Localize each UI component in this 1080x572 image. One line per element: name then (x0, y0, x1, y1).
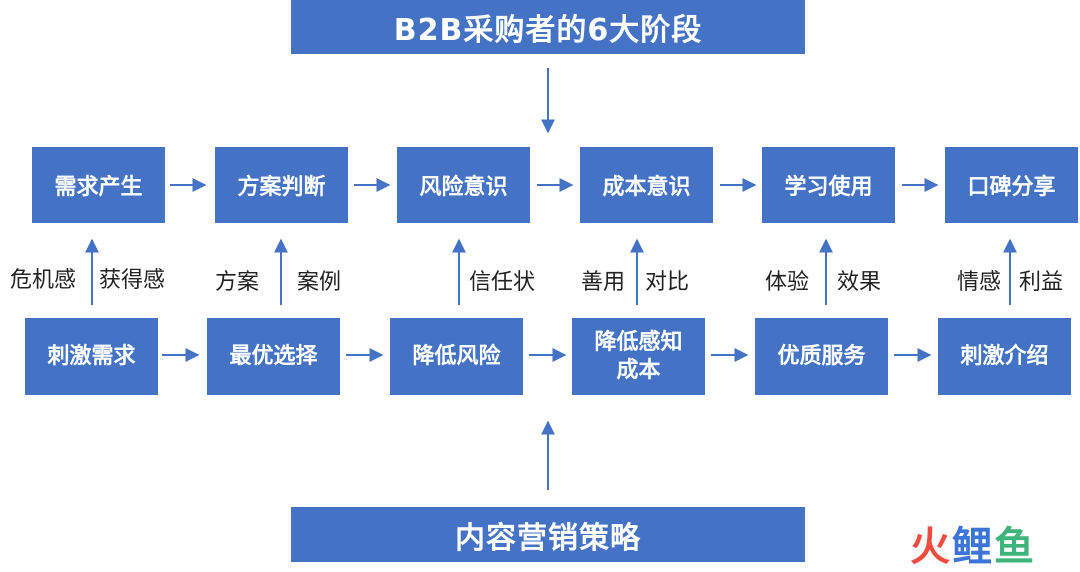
strategy-box-3: 降低风险 (390, 318, 523, 395)
strategy-box-6: 刺激介绍 (938, 318, 1071, 395)
strategy-box-2: 最优选择 (207, 318, 340, 395)
logo-char-2: 鲤 (952, 524, 994, 570)
label-s1-left: 危机感 (10, 268, 77, 293)
title-banner: B2B采购者的6大阶段 (291, 0, 805, 54)
stage-box-2: 方案判断 (215, 147, 348, 223)
logo-char-1: 火 (910, 524, 952, 570)
footer-banner: 内容营销策略 (291, 507, 805, 562)
stage-box-4: 成本意识 (580, 147, 713, 223)
label-s3-right: 信任状 (469, 270, 536, 295)
logo-watermark: 火鲤鱼 (910, 514, 1036, 572)
stage-box-3: 风险意识 (397, 147, 530, 223)
label-s2-right: 案例 (297, 270, 342, 295)
label-s5-left: 体验 (765, 270, 810, 295)
label-s4-left: 善用 (581, 270, 626, 295)
strategy-box-5: 优质服务 (755, 318, 888, 395)
label-s6-left: 情感 (957, 270, 1002, 295)
label-s6-right: 利益 (1019, 270, 1064, 295)
stage-box-5: 学习使用 (762, 147, 895, 223)
label-s2-left: 方案 (215, 270, 260, 295)
strategy-box-1: 刺激需求 (25, 318, 158, 395)
stage-box-6: 口碑分享 (945, 147, 1078, 223)
stage-box-1: 需求产生 (32, 147, 165, 223)
label-s4-right: 对比 (645, 270, 690, 295)
strategy-box-4: 降低感知 成本 (572, 318, 705, 395)
label-s5-right: 效果 (837, 270, 882, 295)
logo-char-3: 鱼 (994, 524, 1036, 570)
label-s1-right: 获得感 (99, 268, 166, 293)
